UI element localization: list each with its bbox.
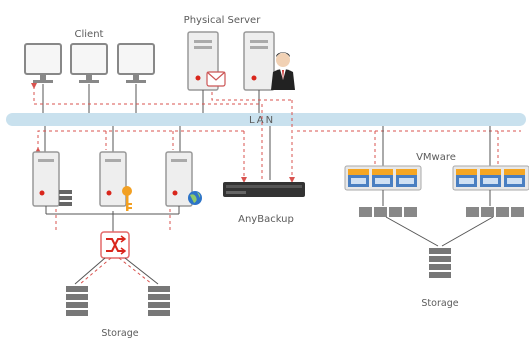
vm-icon: [348, 169, 369, 187]
client-monitor-1: [24, 43, 62, 83]
vm-icon: [396, 169, 417, 187]
vm-icon: [372, 169, 393, 187]
datastore-right: [466, 207, 524, 217]
esxi-host-left: [344, 165, 422, 191]
storage-left-stack-2: [148, 286, 170, 316]
client-monitor-2: [70, 43, 108, 83]
switch-icon: [100, 231, 130, 259]
key-icon: [122, 186, 132, 211]
vm-icon: [480, 169, 501, 187]
lan-label: LAN: [249, 115, 275, 126]
lan-bus: [6, 113, 526, 126]
storage-left-stack-1: [66, 286, 88, 316]
storage-right-stack: [429, 248, 451, 278]
vmware-label: VMware: [416, 152, 456, 163]
backup-appliance-icon: [223, 182, 305, 197]
businessman-icon: [271, 52, 295, 90]
storage-left-label: Storage: [101, 328, 138, 339]
storage-right-label: Storage: [421, 298, 458, 309]
client-label: Client: [75, 29, 104, 40]
app-server-key: [99, 151, 127, 207]
vm-icon: [504, 169, 525, 187]
datastore-left: [359, 207, 417, 217]
mail-icon: [206, 71, 226, 87]
physical-server-label: Physical Server: [184, 15, 262, 26]
physical-server-2: [243, 31, 275, 91]
vm-icon: [456, 169, 477, 187]
globe-icon: [188, 191, 202, 205]
anybackup-label: AnyBackup: [238, 214, 294, 225]
esxi-host-right: [452, 165, 529, 191]
database-icon: [59, 190, 72, 206]
client-monitor-3: [117, 43, 155, 83]
app-server-database: [32, 151, 60, 207]
